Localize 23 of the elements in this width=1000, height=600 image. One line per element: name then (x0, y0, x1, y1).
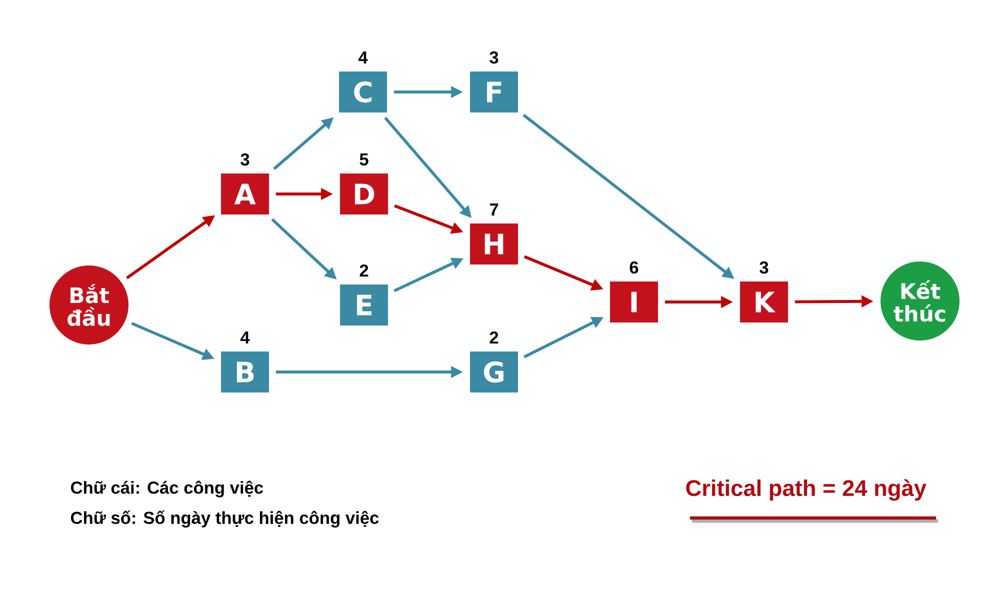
duration-label: 2 (360, 264, 368, 277)
task-box: A (221, 174, 269, 214)
legend-note: Chữ cái: Các công việc (70, 480, 264, 498)
legend-note: Chữ số: Số ngày thực hiện công việc (70, 510, 379, 528)
duration-label: 6 (630, 261, 638, 274)
task-box: D (340, 174, 388, 214)
duration-label: 5 (360, 153, 368, 166)
task-box: H (470, 224, 518, 264)
task-box: G (470, 352, 518, 392)
duration-label: 3 (760, 261, 768, 274)
note-text: Critical path = 24 ngày (686, 479, 926, 501)
duration-label: 3 (490, 51, 498, 64)
duration-label: 4 (240, 332, 250, 344)
duration-label: 3 (240, 153, 250, 166)
task-box: E (340, 284, 388, 326)
task-box: C (339, 72, 387, 112)
duration-label: 2 (490, 331, 498, 344)
duration-label: 7 (490, 204, 498, 216)
task-box: K (740, 282, 788, 322)
duration-label: 4 (358, 52, 368, 64)
task-box: F (470, 72, 518, 112)
task-box: I (610, 282, 658, 322)
task-box: B (221, 352, 269, 392)
